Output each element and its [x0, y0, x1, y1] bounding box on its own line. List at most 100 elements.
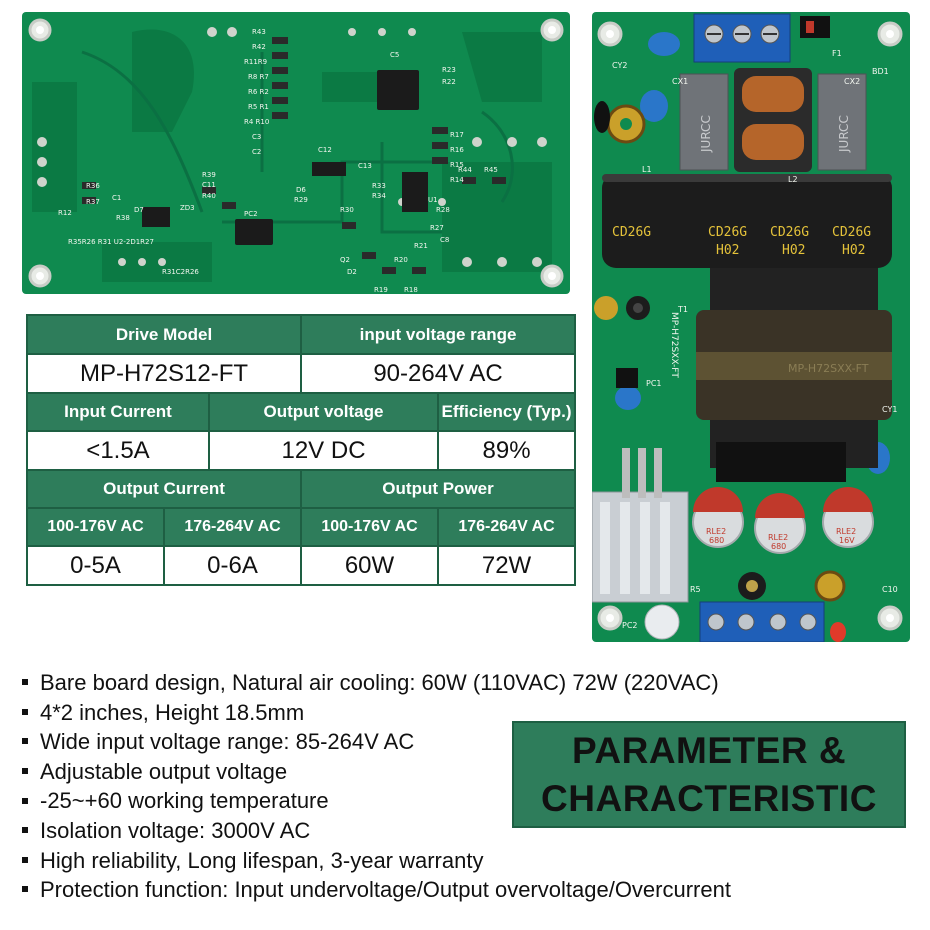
svg-text:ZD3: ZD3	[180, 204, 195, 212]
output-voltage-label: Output voltage	[207, 392, 440, 432]
svg-text:R16: R16	[450, 146, 464, 154]
svg-text:R29: R29	[294, 196, 308, 204]
input-current-label: Input Current	[26, 392, 210, 432]
table-row: Output Current Output Power	[25, 469, 577, 509]
optocoupler	[616, 368, 638, 388]
bullet-icon	[22, 886, 28, 893]
svg-text:R35R26 R31 U2-2D1R27: R35R26 R31 U2-2D1R27	[68, 238, 154, 246]
pcb-back-copper	[32, 29, 552, 282]
svg-text:680: 680	[771, 542, 786, 551]
svg-text:CY1: CY1	[882, 405, 897, 414]
svg-text:R42: R42	[252, 43, 266, 51]
svg-text:C12: C12	[318, 146, 332, 154]
input-current-value: <1.5A	[26, 430, 210, 471]
svg-text:D6: D6	[296, 186, 306, 194]
svg-text:680: 680	[709, 536, 724, 545]
svg-text:R6 R2: R6 R2	[248, 88, 269, 96]
feature-text: Protection function: Input undervoltage/…	[40, 877, 731, 903]
pcb-back-ics	[142, 70, 428, 245]
power-high-value: 72W	[437, 545, 577, 586]
pcb-back-mount-holes	[28, 18, 564, 288]
power-range-low-label: 100-176V AC	[300, 507, 440, 547]
current-high-value: 0-6A	[162, 545, 303, 586]
list-item: -25~+60 working temperature	[18, 786, 731, 816]
fuse	[800, 16, 830, 38]
svg-text:T1: T1	[677, 305, 688, 314]
common-mode-choke	[734, 68, 812, 172]
svg-text:PC2: PC2	[622, 621, 638, 630]
svg-text:R20: R20	[394, 256, 408, 264]
input-voltage-value: 90-264V AC	[300, 353, 577, 394]
current-low-value: 0-5A	[26, 545, 165, 586]
current-range-low-label: 100-176V AC	[26, 507, 165, 547]
list-item: Adjustable output voltage	[18, 757, 731, 787]
svg-text:R23: R23	[442, 66, 456, 74]
svg-text:D7: D7	[134, 206, 144, 214]
list-item: Wide input voltage range: 85-264V AC	[18, 727, 731, 757]
svg-text:C3: C3	[252, 133, 261, 141]
svg-text:R5 R1: R5 R1	[248, 103, 269, 111]
output-voltage-value: 12V DC	[207, 430, 440, 471]
feature-text: 4*2 inches, Height 18.5mm	[40, 699, 305, 725]
table-row: 100-176V AC 176-264V AC 100-176V AC 176-…	[26, 507, 577, 547]
x-capacitors	[679, 73, 867, 171]
pcb-front-silkscreen: CY2 CX1 L1 CX2 L2 F1 BD1 CY1 C10 R5 PC2 …	[612, 49, 898, 630]
power-led	[830, 622, 846, 642]
svg-text:R4 R10: R4 R10	[244, 118, 269, 126]
bulk-capacitor	[602, 174, 892, 268]
svg-text:R40: R40	[202, 192, 216, 200]
feature-text: Adjustable output voltage	[40, 758, 288, 784]
parameter-banner: PARAMETER & CHARACTERISTIC	[512, 721, 906, 828]
bullet-icon	[22, 679, 28, 686]
fuse-label	[806, 21, 814, 33]
svg-text:C10: C10	[882, 585, 898, 594]
svg-text:CD26G: CD26G	[708, 225, 747, 240]
bullet-icon	[22, 797, 28, 804]
svg-text:R44: R44	[458, 166, 472, 174]
drive-model-label: Drive Model	[25, 314, 303, 355]
svg-text:R17: R17	[450, 131, 464, 139]
svg-text:L1: L1	[642, 165, 652, 174]
svg-text:D2: D2	[347, 268, 357, 276]
svg-text:JURCC: JURCC	[837, 115, 851, 153]
svg-text:R18: R18	[404, 286, 418, 294]
spec-table: Drive Model input voltage range MP-H72S1…	[25, 314, 577, 586]
svg-text:C8: C8	[440, 236, 449, 244]
svg-text:RLE2: RLE2	[768, 533, 788, 542]
svg-text:JURCC: JURCC	[699, 115, 713, 153]
svg-text:R37: R37	[86, 198, 100, 206]
svg-text:CD26G: CD26G	[770, 225, 809, 240]
svg-text:C11: C11	[202, 181, 216, 189]
board-model-silk: MP-H72SXX-FT	[669, 312, 679, 378]
varistor	[594, 101, 610, 133]
svg-text:F1: F1	[832, 49, 842, 58]
table-row: <1.5A 12V DC 89%	[26, 430, 577, 471]
svg-text:RLE2: RLE2	[836, 527, 856, 536]
svg-text:R33: R33	[372, 182, 386, 190]
bullet-icon	[22, 827, 28, 834]
svg-text:R21: R21	[414, 242, 428, 250]
output-current-label: Output Current	[25, 469, 303, 509]
svg-text:Q2: Q2	[340, 256, 350, 264]
pcb-back-traces	[81, 50, 514, 234]
svg-text:CX1: CX1	[672, 77, 688, 86]
transformer	[696, 268, 892, 482]
toroid-inductor	[606, 104, 646, 144]
pcb-front-mount-holes	[597, 21, 903, 631]
list-item: Isolation voltage: 3000V AC	[18, 816, 731, 846]
input-terminal-block	[693, 13, 791, 63]
svg-text:R8 R7: R8 R7	[248, 73, 269, 81]
svg-text:PC2: PC2	[244, 210, 258, 218]
list-item: 4*2 inches, Height 18.5mm	[18, 698, 731, 728]
output-terminal-block	[699, 601, 825, 642]
svg-text:C1: C1	[112, 194, 121, 202]
svg-text:R12: R12	[58, 209, 72, 217]
svg-text:C5: C5	[390, 51, 399, 59]
svg-text:RLE2: RLE2	[706, 527, 726, 536]
feature-text: Bare board design, Natural air cooling: …	[40, 670, 719, 695]
svg-text:H02: H02	[842, 243, 865, 258]
svg-text:R15: R15	[450, 161, 464, 169]
drive-model-value: MP-H72S12-FT	[25, 353, 303, 394]
table-row: Input Current Output voltage Efficiency …	[26, 392, 577, 432]
